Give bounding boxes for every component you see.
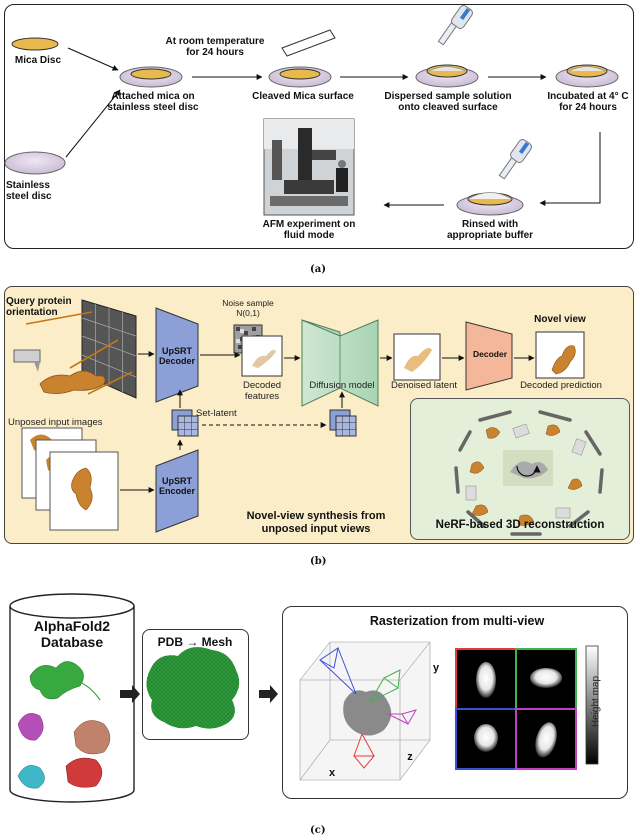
axis-y-label: y <box>432 662 440 674</box>
decoded-features-label-line2: features <box>244 391 280 402</box>
unposed-input-stack <box>21 427 119 531</box>
alphafold-database-cylinder <box>9 593 135 803</box>
mica-disc-icon <box>11 37 59 51</box>
axis-z-label: z <box>407 751 413 763</box>
stainless-disc-label-line1: Stainless <box>6 180 50 191</box>
alphafold-database-label-line2: Database <box>40 634 104 650</box>
rinsed-label-line1: Rinsed with <box>461 219 519 230</box>
panel-a-graphics <box>4 5 619 216</box>
upsrt-encoder-label-line2: Encoder <box>158 486 195 496</box>
upsrt-decoder-label-line2: Decoder <box>158 356 195 366</box>
novel-view-synthesis-title-line2: unposed input views <box>261 523 371 535</box>
panel-c-graphics <box>9 593 599 803</box>
noise-sample-label-line1: Noise sample <box>222 298 274 308</box>
pdb-to-mesh-label: PDB → Mesh <box>157 635 233 649</box>
diffusion-model-label: Diffusion model <box>309 380 375 391</box>
camera-green-icon <box>369 669 401 703</box>
arrow-mesh-to-raster <box>259 685 278 703</box>
attached-mica-label: Attached mica on stainless steel disc <box>98 91 208 113</box>
room-temp-label-line2: for 24 hours <box>186 47 244 58</box>
incubated-label-line1: Incubated at 4° C <box>547 91 629 102</box>
incubated-disc-icon <box>555 64 619 88</box>
set-latent-cubes-copy <box>329 409 357 437</box>
cleaved-mica-label: Cleaved Mica surface <box>252 91 354 102</box>
room-temp-label: At room temperature for 24 hours <box>160 36 270 58</box>
noise-sample-label: Noise sample N(0,1) <box>216 298 280 318</box>
upsrt-decoder-block <box>155 307 199 403</box>
denoised-latent-image <box>393 333 441 381</box>
rinsed-label-line2: appropriate buffer <box>446 230 534 241</box>
rendered-views-grid <box>455 648 577 770</box>
decoded-features-label: Decoded features <box>222 380 302 402</box>
attached-mica-label-line1: Attached mica on <box>111 91 195 102</box>
afm-label-line2: fluid mode <box>283 230 335 241</box>
camera-red-icon <box>352 733 376 769</box>
projected-protein <box>343 690 392 736</box>
afm-label-line1: AFM experiment on <box>262 219 356 230</box>
incubated-label: Incubated at 4° C for 24 hours <box>544 91 632 113</box>
dispersed-sample-label-line2: onto cleaved surface <box>398 102 498 113</box>
upsrt-encoder-block <box>155 449 199 533</box>
dispersed-sample-label: Dispersed sample solution onto cleaved s… <box>380 91 516 113</box>
attached-mica-label-line2: stainless steel disc <box>107 102 199 113</box>
incubated-label-line2: for 24 hours <box>559 102 617 113</box>
novel-view-label: Novel view <box>534 314 586 325</box>
axis-x-label: x <box>328 767 336 779</box>
mica-disc-label: Mica Disc <box>14 55 62 66</box>
novel-view-image <box>535 331 585 379</box>
camera-blue-icon <box>319 646 357 695</box>
upsrt-encoder-label: UpSRT Encoder <box>152 476 202 496</box>
panel-b-graphics <box>13 299 604 536</box>
upsrt-encoder-label-line1: UpSRT <box>162 476 192 486</box>
upsrt-decoder-label: UpSRT Decoder <box>152 346 202 366</box>
caption-c: (c) <box>310 825 326 836</box>
rinsed-disc-icon <box>456 139 532 216</box>
nerf-camera-ring <box>454 410 604 536</box>
room-temp-label-line1: At room temperature <box>165 36 265 47</box>
stainless-disc-label: Stainless steel disc <box>6 180 66 202</box>
dispersed-sample-label-line1: Dispersed sample solution <box>384 91 512 102</box>
stainless-disc-icon <box>4 151 66 175</box>
decoded-features-label-line1: Decoded <box>242 380 282 391</box>
rinsed-label: Rinsed with appropriate buffer <box>432 219 548 241</box>
decoded-prediction-label: Decoded prediction <box>520 380 602 391</box>
decoder-block <box>465 321 513 391</box>
query-protein-shape <box>39 370 106 394</box>
query-orientation-label-line2: orientation <box>6 307 58 318</box>
afm-tip-icon <box>13 349 41 372</box>
rinse-pipette-icon <box>498 139 532 180</box>
caption-b: (b) <box>310 556 327 567</box>
query-orientation-label-line1: Query protein <box>6 296 72 307</box>
alphafold-database-label-line1: AlphaFold2 <box>33 618 111 634</box>
decoder-label: Decoder <box>472 349 507 359</box>
rasterization-title: Rasterization from multi-view <box>369 614 545 628</box>
query-ray-grid <box>25 299 137 399</box>
query-orientation-label: Query protein orientation <box>6 296 86 318</box>
height-map-label: Height map <box>590 675 602 728</box>
unposed-inputs-label: Unposed input images <box>8 417 103 428</box>
alphafold-database-label: AlphaFold2 Database <box>14 618 130 650</box>
arrow-db-to-mesh <box>120 685 140 703</box>
pipette-icon <box>437 5 473 46</box>
camera-magenta-icon <box>387 709 418 725</box>
novel-view-synthesis-title-line1: Novel-view synthesis from <box>246 510 386 522</box>
novel-view-synthesis-title: Novel-view synthesis from unposed input … <box>226 510 406 536</box>
denoised-latent-label: Denoised latent <box>390 380 458 391</box>
attached-mica-icon <box>119 66 183 88</box>
upsrt-decoder-label-line1: UpSRT <box>162 346 192 356</box>
stainless-disc-label-line2: steel disc <box>6 191 52 202</box>
caption-a: (a) <box>310 264 326 275</box>
set-latent-label: Set-latent <box>196 408 237 419</box>
set-latent-cubes <box>171 409 199 437</box>
afm-label: AFM experiment on fluid mode <box>254 219 364 241</box>
nerf-reconstruction-title: NeRF-based 3D reconstruction <box>435 519 605 531</box>
decoded-features-image <box>241 335 283 377</box>
dispersed-sample-icon <box>415 5 479 88</box>
afm-microscope-photo <box>263 118 355 216</box>
height-map-colorbar <box>585 645 599 765</box>
cleaved-mica-icon <box>268 29 336 88</box>
noise-sample-label-line2: N(0,1) <box>236 308 260 318</box>
